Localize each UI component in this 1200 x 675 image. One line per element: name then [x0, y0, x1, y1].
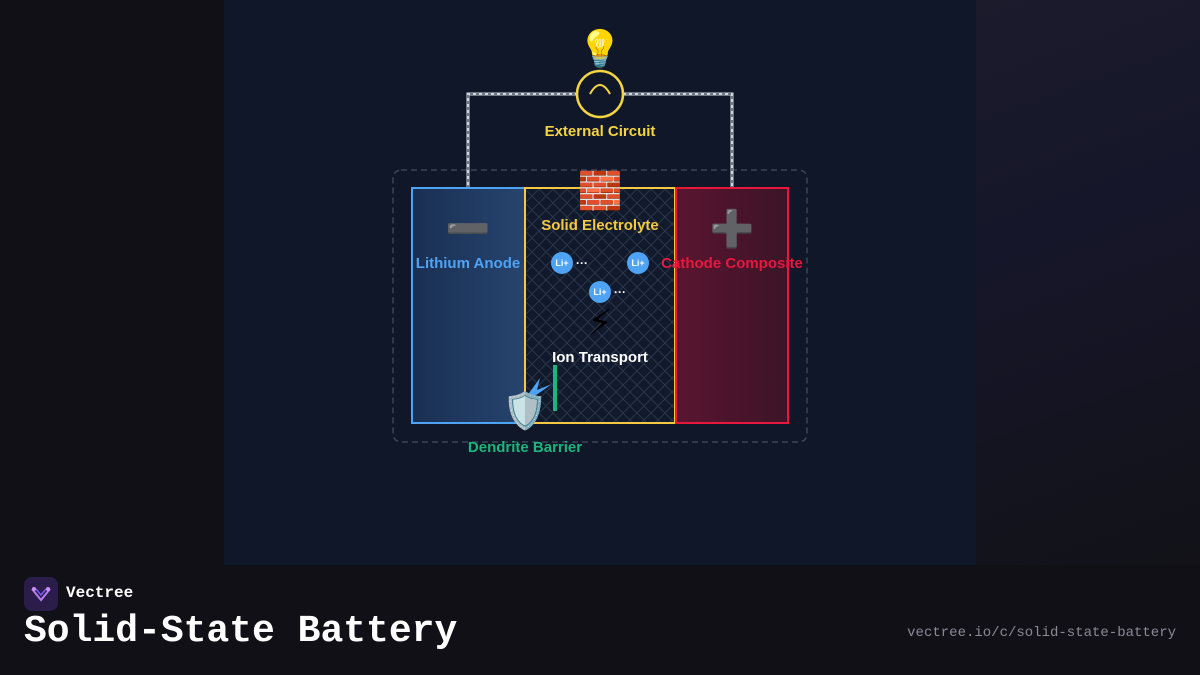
- lithium-ion: Li+: [589, 281, 611, 303]
- anode-label: Lithium Anode: [415, 255, 521, 272]
- light-bulb-icon: 💡: [577, 29, 623, 70]
- plus-icon: ➕: [709, 209, 755, 250]
- external-circuit-label: External Circuit: [544, 123, 656, 140]
- ion-trail: ···: [614, 285, 626, 299]
- ion-transport-label: Ion Transport: [552, 349, 648, 366]
- page-url[interactable]: vectree.io/c/solid-state-battery: [907, 625, 1176, 641]
- lithium-ion: Li+: [551, 252, 573, 274]
- diagram-svg: [392, 69, 808, 443]
- page-title: Solid-State Battery: [24, 610, 458, 653]
- footer-bar: [0, 565, 1200, 675]
- vectree-logo-icon[interactable]: [24, 577, 58, 611]
- ion-trail: ···: [576, 256, 588, 270]
- background-panel: [976, 0, 1200, 565]
- dendrite-barrier-label: Dendrite Barrier: [467, 439, 583, 456]
- brand-name: Vectree: [66, 584, 134, 602]
- minus-icon: ➖: [445, 209, 491, 250]
- shield-icon: 🛡️: [502, 391, 548, 432]
- electrolyte-label: Solid Electrolyte: [541, 217, 659, 234]
- cathode-label: Cathode Composite: [661, 255, 803, 272]
- brick-icon: 🧱: [577, 171, 623, 212]
- bulb-ring: [575, 69, 625, 119]
- dendrite-barrier-line: [553, 365, 557, 411]
- lithium-ion: Li+: [627, 252, 649, 274]
- cathode-block: [675, 187, 789, 424]
- bulb-filament: [589, 84, 611, 95]
- anode-block: [411, 187, 526, 424]
- lightning-icon: ⚡: [587, 303, 613, 344]
- dendrite-spike: [524, 378, 552, 402]
